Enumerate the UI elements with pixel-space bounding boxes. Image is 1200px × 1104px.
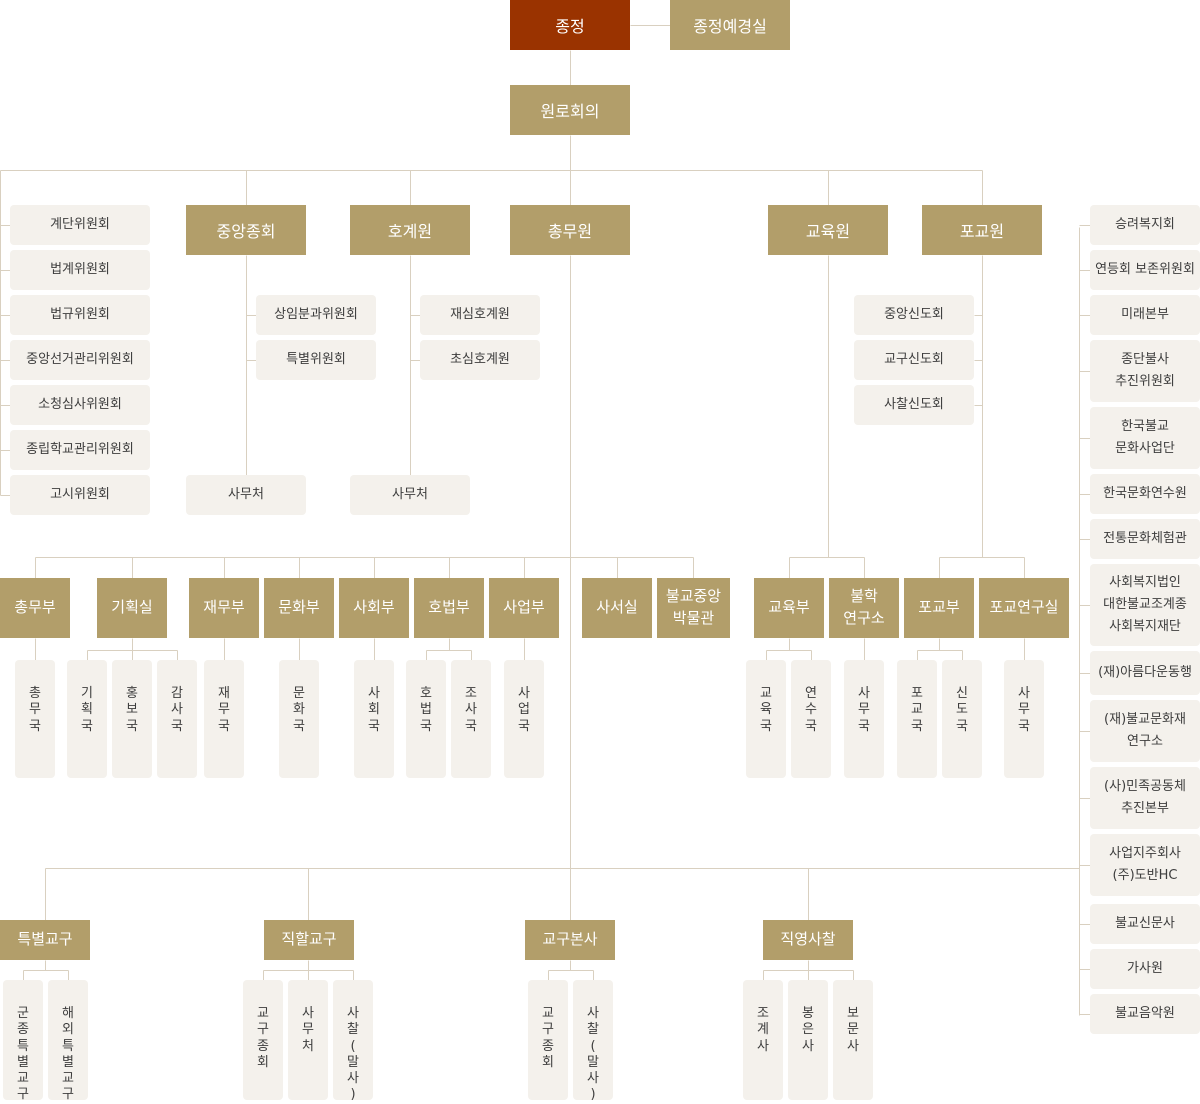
bottom-sub: 사무처 [288, 980, 328, 1100]
jonghoe-office: 사무처 [186, 475, 306, 515]
bureau-box: 교육국 [746, 660, 786, 778]
bottom-group: 직영사찰 [763, 920, 853, 960]
bottom-sub: 조계사 [743, 980, 783, 1100]
bottom-sub: 해외특별교구 [48, 980, 88, 1102]
dept-box: 사회부 [339, 578, 409, 638]
bureau-box: 연수국 [791, 660, 831, 778]
bottom-sub: 사찰(말사) [573, 980, 613, 1102]
bottom-sub: 봉은사 [788, 980, 828, 1100]
committee-item: 계단위원회 [10, 205, 150, 245]
dept-box: 포교연구실 [979, 578, 1069, 638]
node-pogyowon: 포교원 [922, 205, 1042, 255]
bottom-group: 특별교구 [0, 920, 90, 960]
node-jongjeong: 종정 [510, 0, 630, 50]
hogye-sub-item: 초심호계원 [420, 340, 540, 380]
bottom-group: 교구본사 [525, 920, 615, 960]
bureau-box: 사회국 [354, 660, 394, 778]
node-chongmuwon: 총무원 [510, 205, 630, 255]
bureau-box: 사무국 [844, 660, 884, 778]
hogye-sub-item: 재심호계원 [420, 295, 540, 335]
dept-box: 기획실 [97, 578, 167, 638]
node-hogyewon: 호계원 [350, 205, 470, 255]
dept-box: 포교부 [904, 578, 974, 638]
dept-box: 불교중앙 박물관 [657, 578, 730, 638]
bureau-box: 재무국 [204, 660, 244, 778]
dept-box: 교육부 [754, 578, 824, 638]
bureau-box: 기획국 [67, 660, 107, 778]
affiliate-org: 미래본부 [1090, 295, 1200, 335]
bureau-box: 사업국 [504, 660, 544, 778]
affiliate-org: 전통문화체험관 [1090, 519, 1200, 559]
dept-box: 문화부 [264, 578, 334, 638]
pogyo-sub-item: 중앙신도회 [854, 295, 974, 335]
dept-box: 사업부 [489, 578, 559, 638]
affiliate-org: 종단불사 추진위원회 [1090, 340, 1200, 402]
committee-item: 법계위원회 [10, 250, 150, 290]
committee-item: 중앙선거관리위원회 [10, 340, 150, 380]
bureau-box: 총무국 [15, 660, 55, 778]
node-jongjeong-yegyeongsil: 종정예경실 [670, 0, 790, 50]
bottom-sub: 군종특별교구 [3, 980, 43, 1102]
dept-box: 불학 연구소 [829, 578, 899, 638]
bottom-sub: 교구종회 [243, 980, 283, 1100]
committee-item: 법규위원회 [10, 295, 150, 335]
affiliate-org: 연등회 보존위원회 [1090, 250, 1200, 290]
node-wonrohoeui: 원로회의 [510, 85, 630, 135]
bureau-box: 감사국 [157, 660, 197, 778]
dept-box: 사서실 [582, 578, 652, 638]
affiliate-org: 사회복지법인 대한불교조계종 사회복지재단 [1090, 564, 1200, 646]
pogyo-sub-item: 사찰신도회 [854, 385, 974, 425]
jonghoe-sub-item: 상임분과위원회 [256, 295, 376, 335]
committee-item: 종립학교관리위원회 [10, 430, 150, 470]
affiliate-org: 불교음악원 [1090, 994, 1200, 1034]
node-gyoyugwon: 교육원 [768, 205, 888, 255]
affiliate-org: 불교신문사 [1090, 904, 1200, 944]
affiliate-org: (사)민족공동체 추진본부 [1090, 767, 1200, 829]
bottom-sub: 보문사 [833, 980, 873, 1100]
bureau-box: 조사국 [451, 660, 491, 778]
affiliate-org: 승려복지회 [1090, 205, 1200, 245]
affiliate-org: 한국불교 문화사업단 [1090, 407, 1200, 469]
bureau-box: 신도국 [942, 660, 982, 778]
jonghoe-sub-item: 특별위원회 [256, 340, 376, 380]
bureau-box: 사무국 [1004, 660, 1044, 778]
affiliate-org: 한국문화연수원 [1090, 474, 1200, 514]
affiliate-org: (재)아름다운동행 [1090, 651, 1200, 695]
affiliate-org: (재)불교문화재 연구소 [1090, 700, 1200, 762]
hogye-office: 사무처 [350, 475, 470, 515]
bottom-sub: 사찰(말사) [333, 980, 373, 1102]
bottom-sub: 교구종회 [528, 980, 568, 1100]
affiliate-org: 가사원 [1090, 949, 1200, 989]
committee-item: 고시위원회 [10, 475, 150, 515]
bottom-group: 직할교구 [264, 920, 354, 960]
pogyo-sub-item: 교구신도회 [854, 340, 974, 380]
node-jungang-jonghoe: 중앙종회 [186, 205, 306, 255]
bureau-box: 문화국 [279, 660, 319, 778]
bureau-box: 홍보국 [112, 660, 152, 778]
committee-item: 소청심사위원회 [10, 385, 150, 425]
dept-box: 총무부 [0, 578, 70, 638]
dept-box: 호법부 [414, 578, 484, 638]
bureau-box: 호법국 [406, 660, 446, 778]
affiliate-org: 사업지주회사 (주)도반HC [1090, 834, 1200, 896]
bureau-box: 포교국 [897, 660, 937, 778]
dept-box: 재무부 [189, 578, 259, 638]
